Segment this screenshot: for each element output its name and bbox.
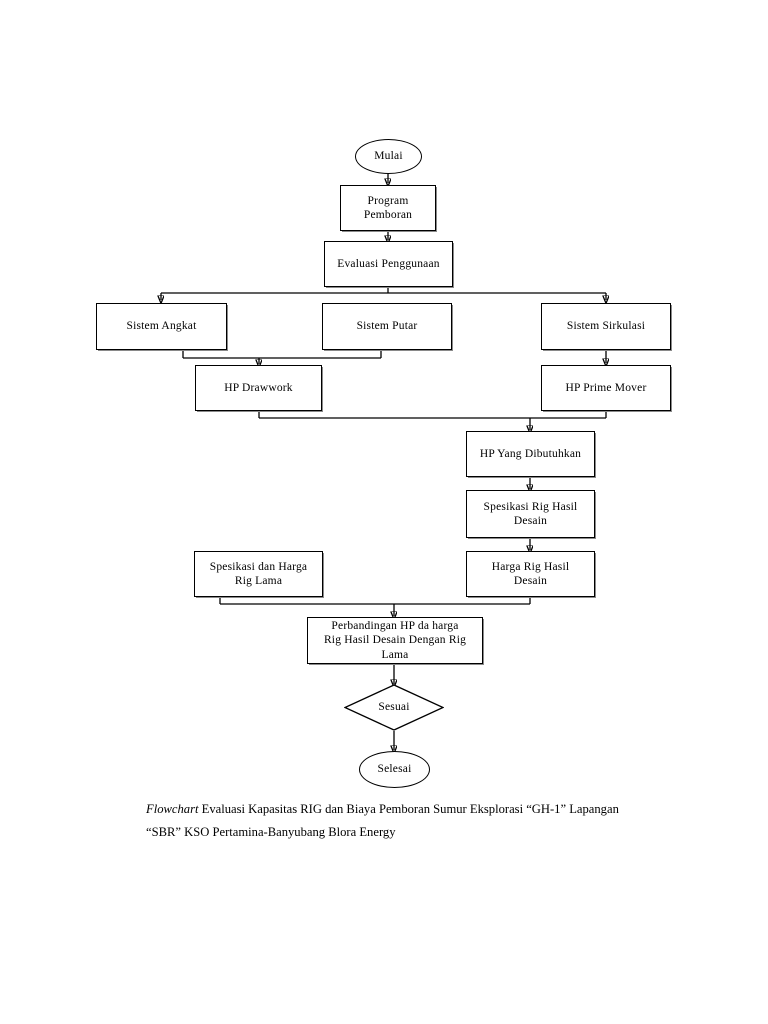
node-start[interactable]: Mulai [355, 139, 422, 174]
node-sistem-sirkulasi-label: Sistem Sirkulasi [566, 320, 646, 333]
node-sistem-putar-label: Sistem Putar [356, 320, 418, 333]
node-hp-prime-mover-label: HP Prime Mover [565, 381, 647, 394]
node-harga-rig-hasil-desain[interactable]: Harga Rig Hasil Desain [466, 551, 595, 597]
node-perbandingan-label: Perbandingan HP da harga Rig Hasil Desai… [323, 620, 467, 661]
node-selesai[interactable]: Selesai [359, 751, 430, 788]
node-sesuai[interactable]: Sesuai [344, 684, 444, 731]
node-hp-yang-dibutuhkan[interactable]: HP Yang Dibutuhkan [466, 431, 595, 477]
caption-text: Evaluasi Kapasitas RIG dan Biaya Pembora… [146, 802, 619, 840]
node-hp-yang-dibutuhkan-label: HP Yang Dibutuhkan [479, 447, 582, 460]
node-sistem-putar[interactable]: Sistem Putar [322, 303, 452, 350]
node-sistem-sirkulasi[interactable]: Sistem Sirkulasi [541, 303, 671, 350]
node-sistem-angkat[interactable]: Sistem Angkat [96, 303, 227, 350]
node-hp-drawwork-label: HP Drawwork [224, 381, 293, 394]
node-hp-prime-mover[interactable]: HP Prime Mover [541, 365, 671, 411]
node-spesikasi-rig-hasil-desain-label: Spesikasi Rig Hasil Desain [483, 500, 578, 527]
node-program-pemboran-label: Program Pemboran [363, 194, 413, 221]
node-evaluasi-penggunaan[interactable]: Evaluasi Penggunaan [324, 241, 453, 287]
node-selesai-label: Selesai [377, 763, 412, 776]
figure-caption: Flowchart Evaluasi Kapasitas RIG dan Bia… [146, 798, 656, 845]
node-spesikasi-dan-harga-rig-lama[interactable]: Spesikasi dan Harga Rig Lama [194, 551, 323, 597]
node-program-pemboran[interactable]: Program Pemboran [340, 185, 436, 231]
node-harga-rig-hasil-desain-label: Harga Rig Hasil Desain [491, 560, 570, 587]
node-spesikasi-rig-hasil-desain[interactable]: Spesikasi Rig Hasil Desain [466, 490, 595, 538]
node-evaluasi-penggunaan-label: Evaluasi Penggunaan [337, 257, 440, 270]
caption-italic-lead: Flowchart [146, 802, 199, 816]
diamond-shape [344, 684, 444, 731]
node-sistem-angkat-label: Sistem Angkat [126, 320, 197, 333]
node-spesikasi-dan-harga-rig-lama-label: Spesikasi dan Harga Rig Lama [209, 560, 308, 587]
node-start-label: Mulai [374, 150, 403, 163]
node-hp-drawwork[interactable]: HP Drawwork [195, 365, 322, 411]
node-perbandingan[interactable]: Perbandingan HP da harga Rig Hasil Desai… [307, 617, 483, 664]
node-sesuai-label: Sesuai [378, 701, 410, 714]
